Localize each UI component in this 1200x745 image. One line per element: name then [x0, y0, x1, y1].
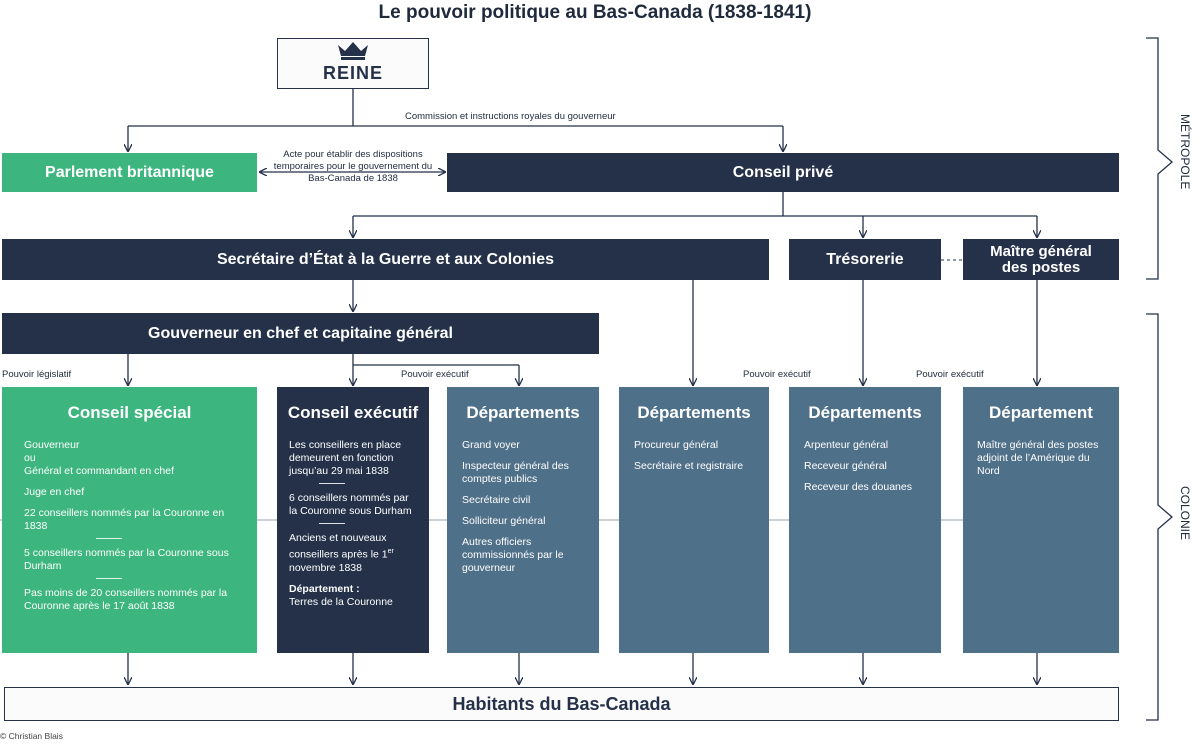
- list-item: Inspecteur général des comptes publics: [462, 460, 569, 485]
- list-item: Anciens et nouveaux conseillers après le…: [289, 532, 394, 574]
- list-item: Autres officiers commissionnés par le go…: [462, 536, 564, 574]
- departements-column-2: Départements Procureur général Secrétair…: [619, 387, 769, 653]
- pouvoir-executif-label: Pouvoir exécutif: [743, 369, 811, 380]
- queen-box: REINE: [277, 38, 429, 89]
- list-item: Receveur général: [804, 460, 887, 472]
- conseil-special-column: Conseil spécial Gouverneur ou Général et…: [2, 387, 257, 653]
- separator: [96, 538, 122, 539]
- list-item: ou: [24, 452, 36, 464]
- gouverneur-box: Gouverneur en chef et capitaine général: [2, 313, 599, 354]
- list-item: Maître général des postes adjoint de l’A…: [977, 439, 1099, 477]
- list-item: Secrétaire civil: [462, 494, 531, 506]
- list-item: Terres de la Couronne: [289, 595, 393, 608]
- departements-column-3: Départements Arpenteur général Receveur …: [789, 387, 941, 653]
- separator: [319, 483, 345, 484]
- list-item: Secrétaire et registraire: [634, 460, 744, 472]
- column-title: Départements: [808, 403, 922, 422]
- list-item: 6 conseillers nommés par la Couronne sou…: [289, 492, 412, 517]
- conseil-executif-column: Conseil exécutif Les conseillers en plac…: [277, 387, 429, 653]
- commission-label: Commission et instructions royales du go…: [405, 111, 616, 122]
- separator: [319, 523, 345, 524]
- maitre-postes-box: Maître général des postes: [963, 239, 1119, 280]
- department-label: Département :: [289, 582, 360, 595]
- list-item: Solliciteur général: [462, 515, 546, 527]
- conseil-prive-box: Conseil privé: [447, 153, 1119, 192]
- list-item: Procureur général: [634, 439, 719, 451]
- list-item: Arpenteur général: [804, 439, 889, 451]
- act-label: Acte pour établir des dispositions tempo…: [273, 149, 433, 184]
- list-item: Général et commandant en chef: [24, 465, 175, 477]
- copyright: © Christian Blais: [0, 731, 63, 741]
- list-item: Les conseillers en place demeurent en fo…: [289, 439, 402, 477]
- metropole-label: MÉTROPOLE: [1178, 114, 1192, 190]
- secretaire-etat-box: Secrétaire d’État à la Guerre et aux Col…: [2, 239, 769, 280]
- colonie-label: COLONIE: [1178, 486, 1192, 541]
- column-title: Conseil exécutif: [287, 403, 419, 422]
- pouvoir-executif-label: Pouvoir exécutif: [401, 369, 469, 380]
- column-title: Départements: [466, 403, 580, 422]
- crown-icon: [338, 42, 368, 60]
- page-title: Le pouvoir politique au Bas-Canada (1838…: [378, 2, 812, 23]
- list-item: Grand voyer: [462, 439, 520, 451]
- column-title: Département: [989, 403, 1093, 422]
- column-title: Départements: [637, 403, 751, 422]
- departements-column-1: Départements Grand voyer Inspecteur géné…: [447, 387, 599, 653]
- departement-column-4: Département Maître général des postes ad…: [963, 387, 1119, 653]
- column-title: Conseil spécial: [67, 403, 192, 422]
- list-item: 5 conseillers nommés par la Couronne sou…: [24, 547, 229, 572]
- habitants-box: Habitants du Bas-Canada: [4, 687, 1119, 721]
- pouvoir-legislatif-label: Pouvoir législatif: [2, 369, 72, 380]
- list-item: Gouverneur: [24, 439, 80, 451]
- list-item: Receveur des douanes: [804, 481, 912, 493]
- separator: [96, 578, 122, 579]
- pouvoir-executif-label: Pouvoir exécutif: [916, 369, 984, 380]
- tresorerie-box: Trésorerie: [789, 239, 941, 280]
- queen-label: REINE: [322, 63, 383, 83]
- list-item: Pas moins de 20 conseillers nommés par l…: [24, 587, 228, 612]
- list-item: Juge en chef: [24, 486, 85, 498]
- list-item: 22 conseillers nommés par la Couronne en…: [24, 507, 225, 532]
- parlement-britannique-box: Parlement britannique: [2, 153, 257, 192]
